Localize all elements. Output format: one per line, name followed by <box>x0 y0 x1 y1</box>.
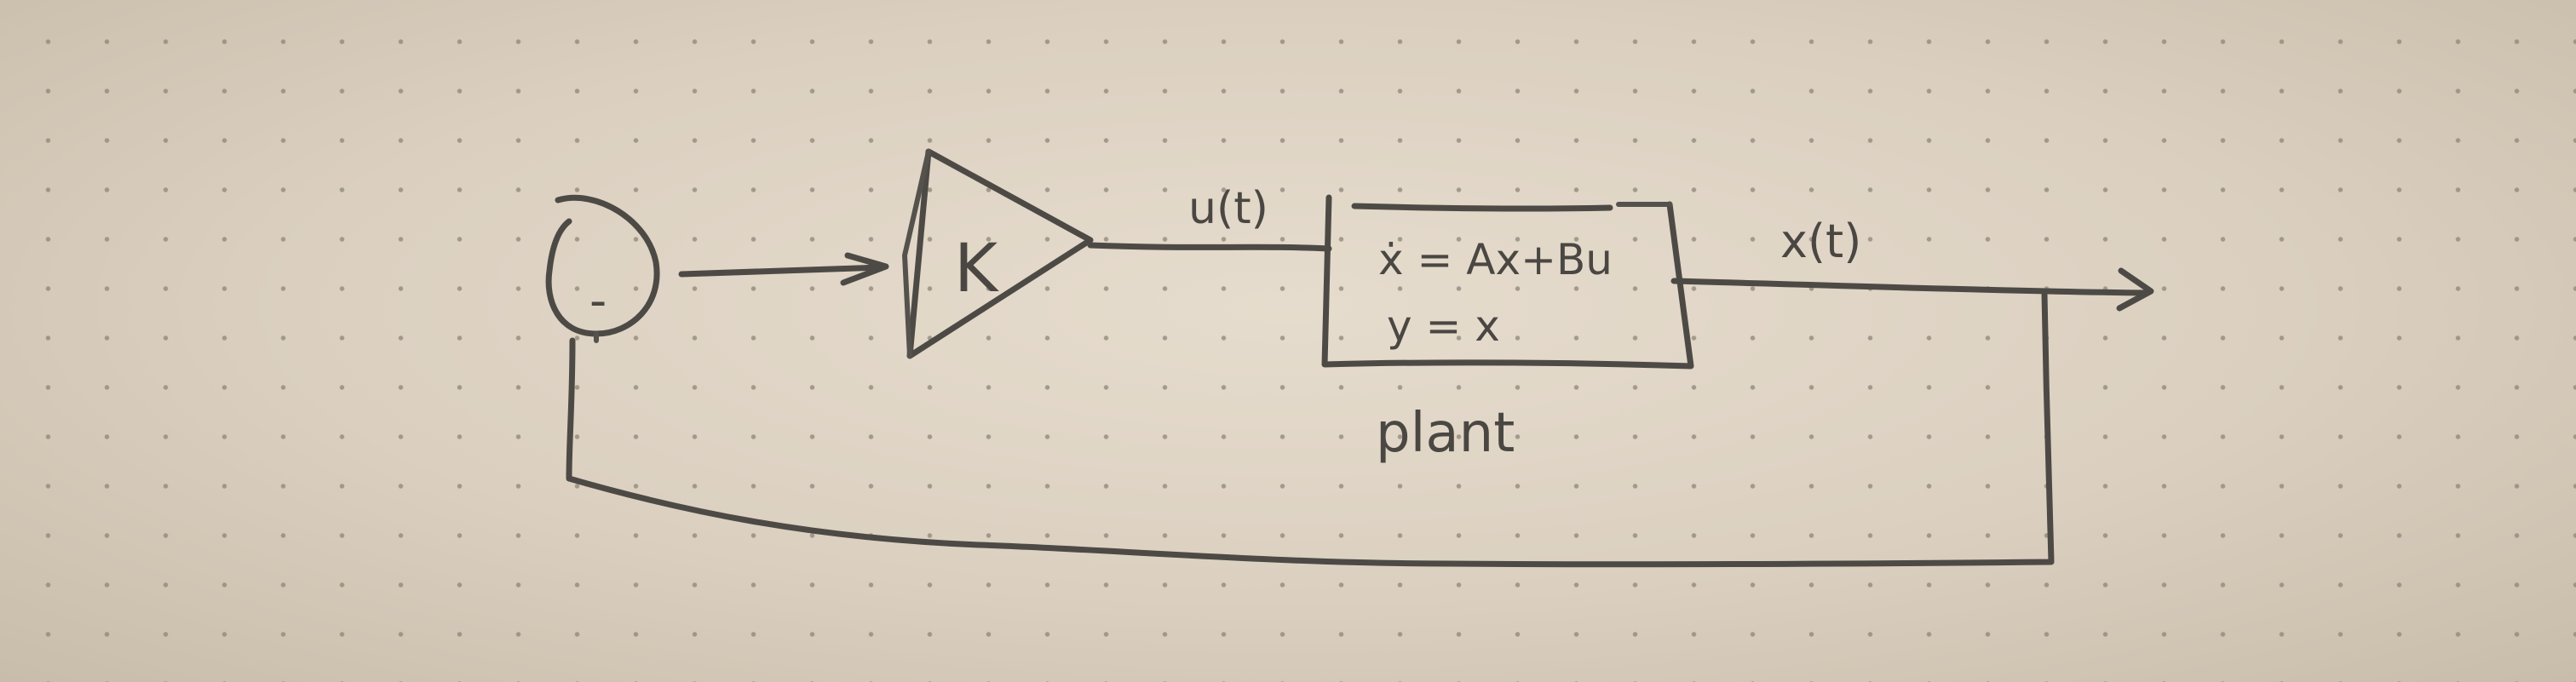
summing-junction: - <box>545 194 660 343</box>
output-arrow <box>1670 267 2154 312</box>
plant-output-equation: y = x <box>1387 301 1500 351</box>
signal-line-u <box>1087 242 1332 252</box>
gain-block: K <box>902 148 1094 359</box>
sum-minus-sign: - <box>589 273 607 329</box>
output-signal-label: x(t) <box>1780 215 1861 268</box>
plant-state-equation: ẋ = Ax+Bu <box>1378 235 1613 284</box>
plant-block: ẋ = Ax+Bu y = x <box>1321 194 1694 370</box>
plant-caption: plant <box>1376 402 1515 465</box>
gain-label: K <box>954 231 999 307</box>
feedback-path <box>566 290 2055 568</box>
input-signal-label: u(t) <box>1188 183 1268 234</box>
arrow-sum-to-gain <box>678 252 889 286</box>
